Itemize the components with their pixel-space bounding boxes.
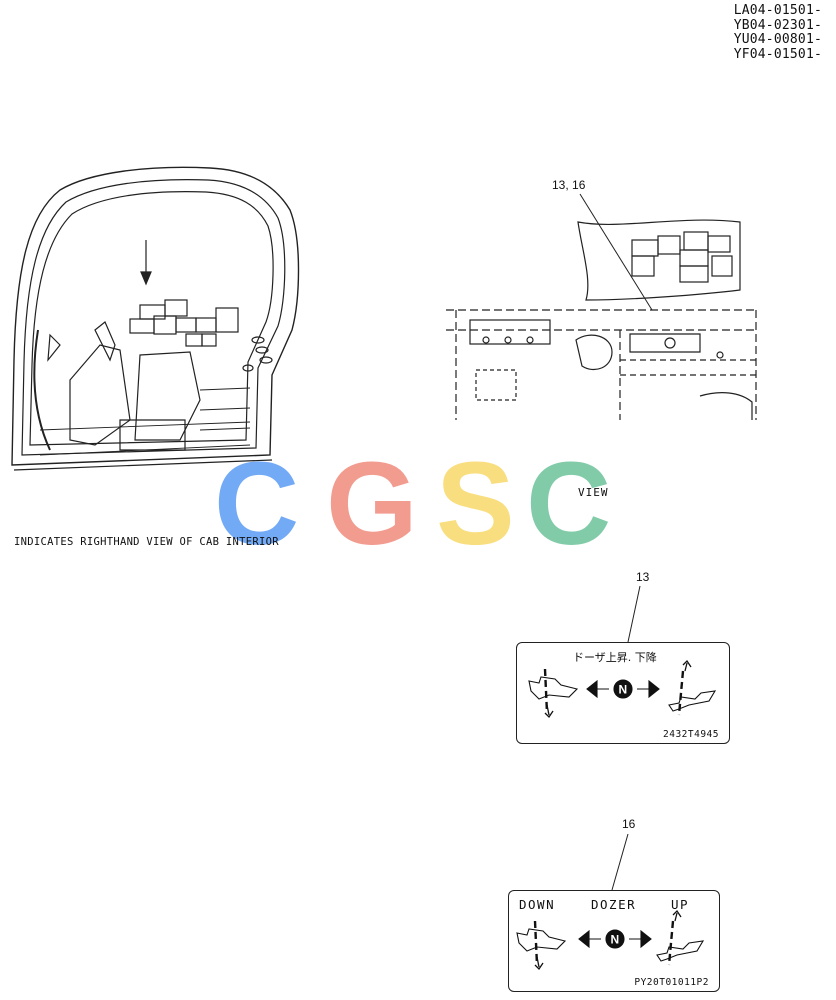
- view-drawing: [446, 193, 757, 420]
- watermark-letter: C: [214, 444, 299, 554]
- decal-japanese-text: ドーザ上昇. 下降: [573, 651, 657, 664]
- watermark-logo: C G S C: [214, 444, 611, 554]
- dozer-lever-icon: N: [516, 909, 705, 971]
- leader-line-16: [611, 833, 629, 891]
- serial-number: YF04-01501-: [733, 46, 822, 62]
- dozer-lever-icon: N: [528, 659, 717, 719]
- reference-number: 13: [636, 570, 650, 584]
- watermark-letter: C: [526, 444, 611, 554]
- decal-down-label: DOWN: [519, 897, 556, 912]
- serial-number-block: LA04-01501- YB04-02301- YU04-00801- YF04…: [733, 3, 822, 62]
- decal-dozer-label: DOZER: [591, 897, 637, 912]
- drawing-caption: INDICATES RIGHTHAND VIEW OF CAB INTERIOR: [14, 536, 279, 548]
- reference-number: 13, 16: [552, 178, 586, 192]
- watermark-letter: S: [436, 444, 515, 554]
- decal-up-label: UP: [671, 897, 690, 912]
- reference-number: 16: [622, 817, 636, 831]
- dozer-decal-english: DOWN DOZER UP N PY20T01011P2: [508, 890, 720, 992]
- view-label: VIEW: [578, 486, 609, 499]
- svg-text:N: N: [611, 933, 620, 947]
- decal-part-number: PY20T01011P2: [634, 977, 709, 988]
- dozer-decal-japanese: ドーザ上昇. 下降 N 2432T4945: [516, 642, 730, 744]
- cab-interior-drawing: [11, 166, 300, 471]
- svg-text:N: N: [619, 683, 628, 697]
- watermark-letter: G: [326, 444, 418, 554]
- serial-number: YU04-00801-: [733, 32, 822, 47]
- decal-part-number: 2432T4945: [663, 729, 719, 740]
- leader-line-13: [627, 585, 641, 643]
- serial-number: YB04-02301-: [733, 17, 822, 33]
- serial-number: LA04-01501-: [733, 3, 822, 18]
